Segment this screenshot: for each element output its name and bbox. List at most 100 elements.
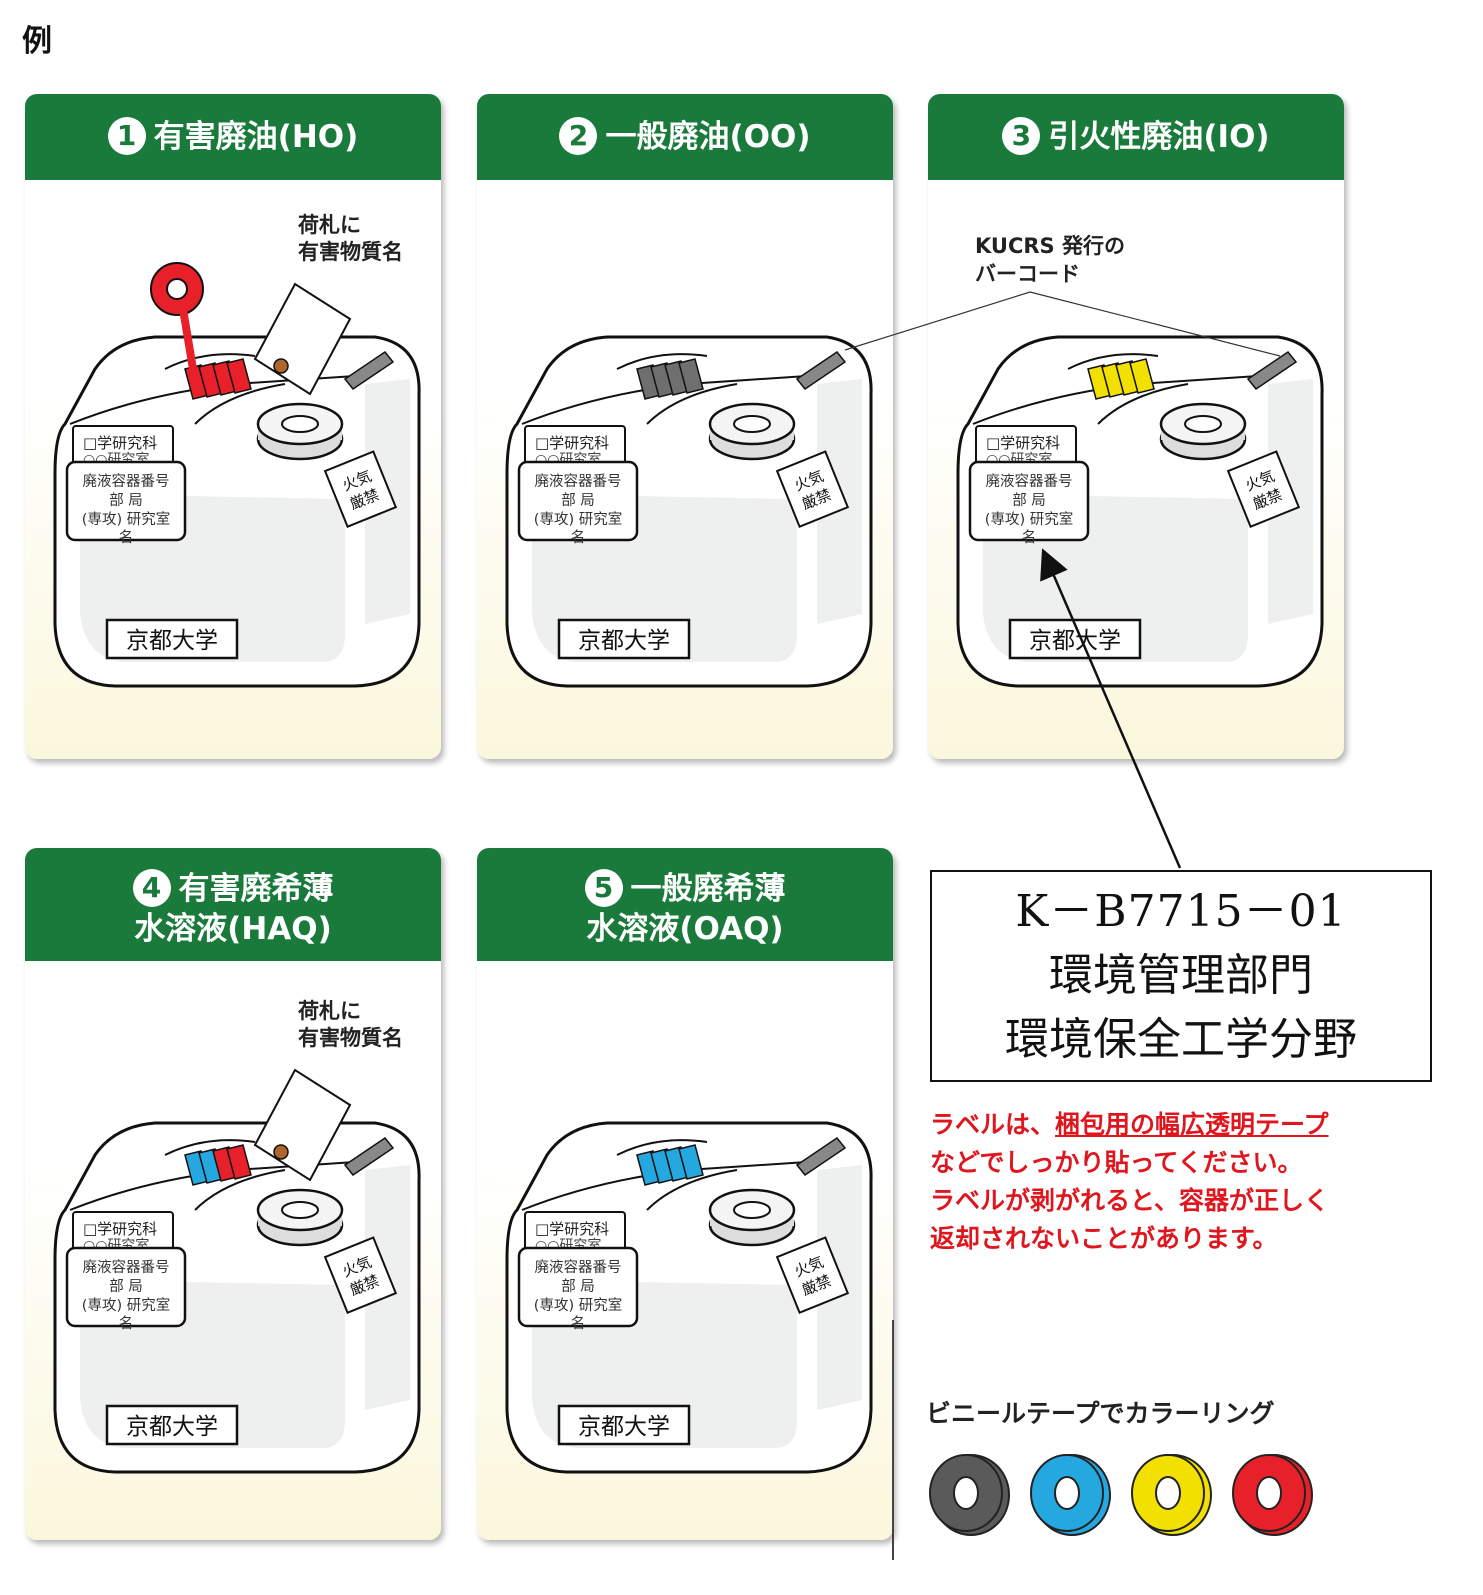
handle	[616, 353, 708, 370]
university-text: 京都大学	[126, 628, 218, 654]
waste-label-text: (専攻) 研究室	[82, 1297, 170, 1314]
waste-label-text: 廃液容器番号	[535, 472, 622, 490]
waste-label-text: (専攻) 研究室	[82, 511, 170, 528]
university-text: 京都大学	[578, 628, 670, 654]
barcode-sticker	[343, 1136, 395, 1177]
label-example: K－B7715－01 環境管理部門 環境保全工学分野	[930, 870, 1432, 1082]
tag-eyelet	[273, 358, 289, 374]
number-badge: 3	[1002, 116, 1041, 155]
handle-tape	[678, 358, 704, 394]
card-title: 引火性廃油(IO)	[1048, 119, 1270, 155]
cap-hole	[281, 1201, 319, 1219]
waste-label-text: 廃液容器番号	[83, 472, 170, 490]
university-text: 京都大学	[126, 1414, 218, 1440]
waste-label-text: 名	[119, 529, 134, 546]
waste-label-text: 廃液容器番号	[986, 472, 1073, 490]
handle-tape	[1129, 358, 1155, 394]
cap-hole	[1184, 415, 1222, 433]
card-title: 一般廃希薄	[630, 871, 786, 907]
tag-eyelet	[273, 1144, 289, 1160]
card-title-line2: 水溶液(OAQ)	[586, 910, 784, 947]
waste-label-text: (専攻) 研究室	[985, 511, 1073, 528]
label-dept: 環境管理部門	[1049, 950, 1313, 1001]
handle	[616, 1139, 708, 1156]
tape-strip	[179, 308, 197, 370]
cap-hole	[733, 415, 771, 433]
barcode-note: KUCRS 発行のバーコード	[975, 234, 1125, 286]
waste-label-text: 名	[119, 1315, 134, 1332]
barcode-sticker	[795, 1136, 847, 1177]
waste-label-text: 名	[571, 1315, 586, 1332]
card-title: 一般廃油(OO)	[605, 119, 811, 155]
university-text: 京都大学	[578, 1414, 670, 1440]
university-plate	[557, 618, 691, 660]
barcode-sticker	[343, 350, 395, 391]
handle-tape	[678, 1144, 704, 1180]
faculty-text: □学研究科	[986, 434, 1060, 452]
waste-label-text: (専攻) 研究室	[534, 1297, 622, 1314]
barcode-sticker	[1246, 350, 1298, 391]
ring-caption: ビニールテープでカラーリング	[926, 1399, 1275, 1428]
faculty-text: □学研究科	[83, 1220, 157, 1238]
tag-note: 荷札に有害物質名	[298, 999, 403, 1050]
tape-rings	[929, 1454, 1313, 1536]
barcode-sticker	[795, 350, 847, 391]
handle-tape	[226, 1144, 252, 1180]
waste-label-text: 名	[1022, 529, 1037, 546]
number-badge: 4	[132, 868, 171, 907]
waste-label	[517, 460, 639, 542]
tape-ring	[1131, 1454, 1212, 1536]
waste-label-text: 廃液容器番号	[535, 1258, 622, 1276]
tape-ring	[929, 1454, 1010, 1536]
university-plate	[105, 618, 239, 660]
number-badge: 2	[559, 116, 598, 155]
university-plate	[557, 1404, 691, 1446]
tape-ring	[1232, 1454, 1313, 1536]
waste-label-text: 部 局	[561, 1278, 595, 1295]
number-badge: 5	[584, 868, 623, 907]
waste-label	[65, 460, 187, 542]
warning-text: ラベルは、梱包用の幅広透明テープ などでしっかり貼ってください。 ラベルが剥がれ…	[930, 1110, 1330, 1253]
handle	[164, 1139, 256, 1156]
faculty-text: □学研究科	[535, 434, 609, 452]
card-title: 有害廃油(HO)	[153, 119, 359, 155]
canister-crack	[194, 383, 286, 425]
canister-crack	[194, 1169, 286, 1211]
cap-hole	[733, 1201, 771, 1219]
waste-label-text: 部 局	[109, 1278, 143, 1295]
university-text: 京都大学	[1029, 628, 1121, 654]
label-field: 環境保全工学分野	[1005, 1014, 1357, 1065]
faculty-text: □学研究科	[535, 1220, 609, 1238]
waste-label	[65, 1246, 187, 1328]
card-title: 有害廃希薄	[178, 871, 334, 907]
canister-crack	[646, 383, 738, 425]
cap-hole	[281, 415, 319, 433]
number-badge: 1	[107, 116, 146, 155]
handle	[164, 353, 256, 370]
canister-crack	[1097, 383, 1189, 425]
waste-label-text: (専攻) 研究室	[534, 511, 622, 528]
tape-ring	[1030, 1454, 1111, 1536]
waste-label-text: 部 局	[1012, 492, 1046, 509]
faculty-text: □学研究科	[83, 434, 157, 452]
waste-label	[517, 1246, 639, 1328]
tape-roll-hole	[166, 278, 188, 300]
divider-line	[892, 1320, 894, 1560]
